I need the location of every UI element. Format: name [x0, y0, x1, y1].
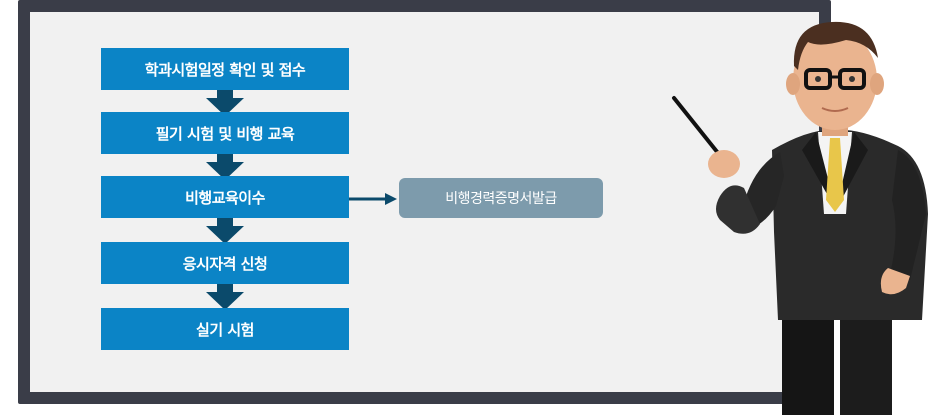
- pointer-stick: [672, 96, 724, 160]
- step-2-label: 필기 시험 및 비행 교육: [155, 124, 295, 143]
- step-1-label: 학과시험일정 확인 및 접수: [144, 60, 306, 79]
- side-note-label: 비행경력증명서발급: [445, 191, 557, 207]
- step-3-label: 비행교육이수: [185, 188, 265, 207]
- flight-record-certificate: 비행경력증명서발급: [399, 178, 603, 218]
- step-5-practical-exam: 실기 시험: [101, 308, 349, 350]
- arrow-down-icon: [206, 218, 244, 244]
- step-2-written-exam: 필기 시험 및 비행 교육: [101, 112, 349, 154]
- step-4-label: 응시자격 신청: [182, 254, 268, 273]
- teacher-illustration: [672, 21, 928, 415]
- arrow-down-icon: [206, 284, 244, 310]
- step-4-eligibility: 응시자격 신청: [101, 242, 349, 284]
- arrow-down-icon: [206, 90, 244, 116]
- arrow-right-icon: [349, 193, 397, 205]
- step-3-flight-training: 비행교육이수: [101, 176, 349, 218]
- arrow-down-icon: [206, 154, 244, 180]
- step-1-exam-schedule: 학과시험일정 확인 및 접수: [101, 48, 349, 90]
- step-5-label: 실기 시험: [196, 320, 254, 339]
